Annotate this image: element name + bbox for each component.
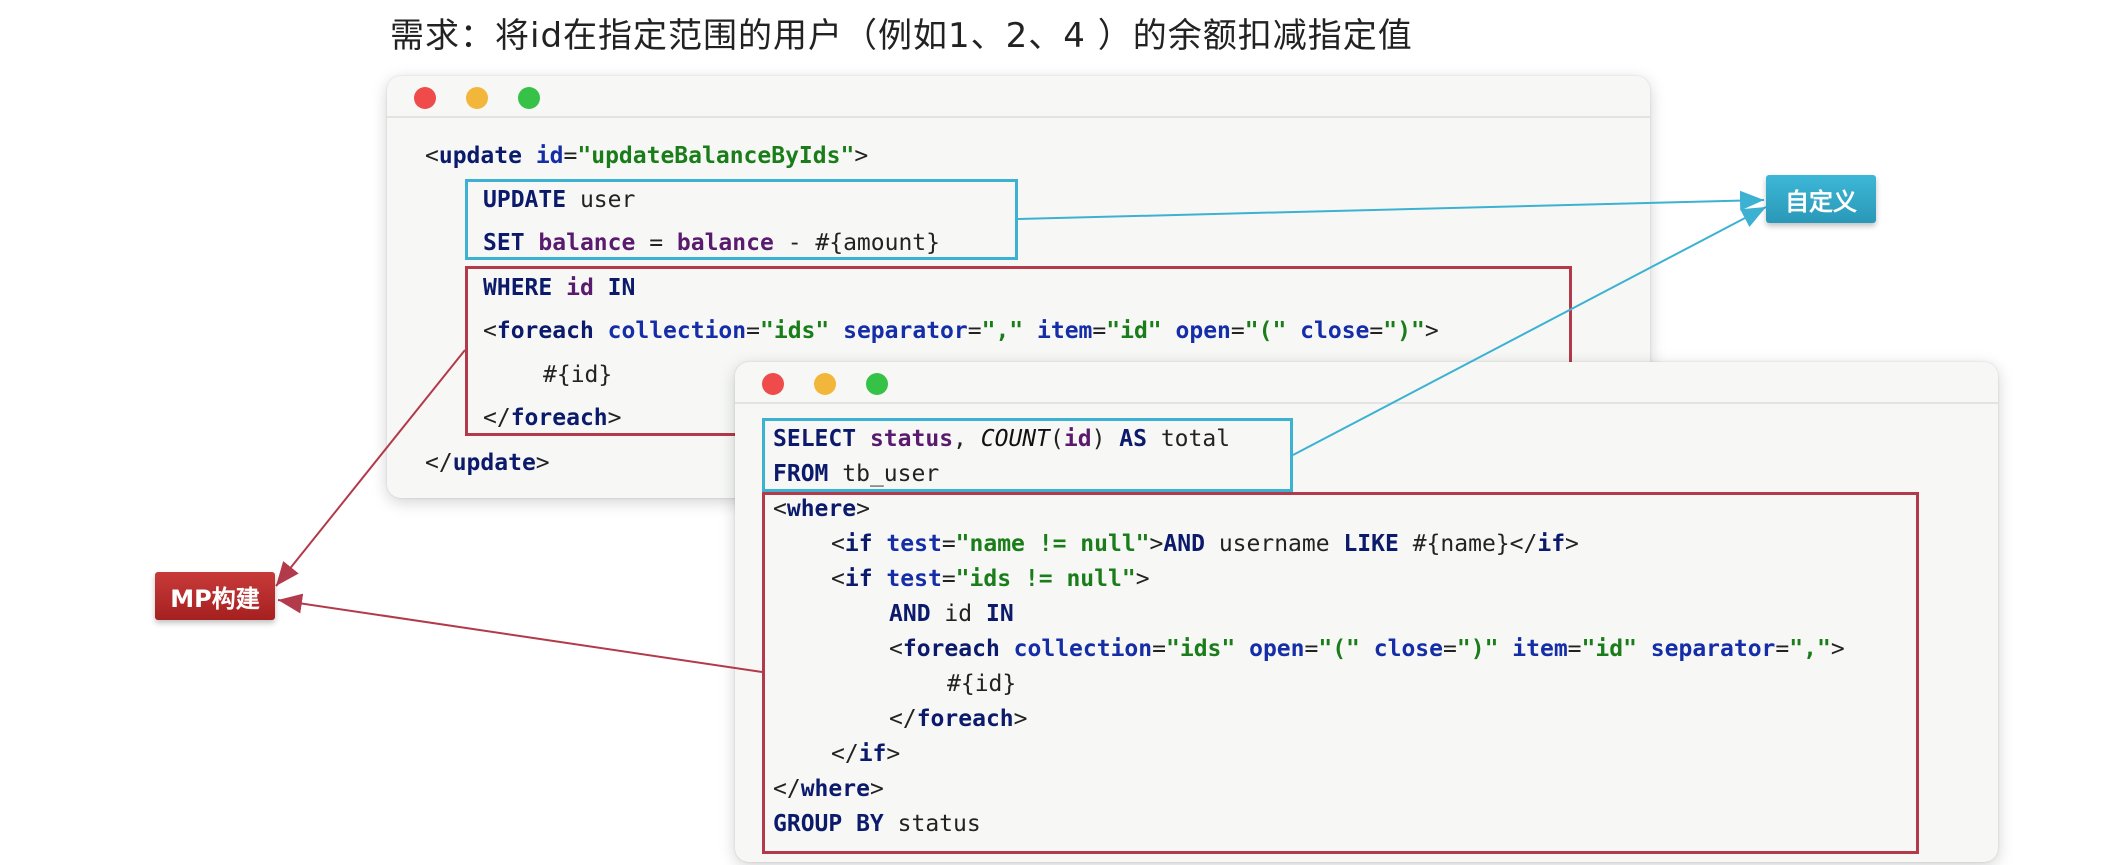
maximize-dot-icon <box>866 373 888 395</box>
code-line-set-balance: SET balance = balance - #{amount} <box>483 230 941 256</box>
close-dot-icon <box>414 87 436 109</box>
arrow-custom-from-select <box>1292 206 1767 456</box>
window-titlebar <box>735 362 1998 404</box>
code-line-id-placeholder: #{id} <box>947 671 1017 697</box>
mp-highlight-box-conditions <box>762 492 1919 854</box>
custom-highlight-box-update <box>465 179 1018 260</box>
code-line-where-id-in: WHERE id IN <box>483 275 636 301</box>
code-line-foreach-open: <foreach collection="ids" separator="," … <box>483 318 1439 344</box>
code-line-where-close: </where> <box>773 776 884 802</box>
code-line-select: SELECT status, COUNT(id) AS total <box>773 426 1231 452</box>
code-window-select <box>735 362 1998 862</box>
code-line-foreach-close: </foreach> <box>889 706 1028 732</box>
arrow-mp-from-select <box>277 593 763 673</box>
code-line-group-by: GROUP BY status <box>773 811 981 837</box>
code-line-if-ids: <if test="ids != null"> <box>831 566 1150 592</box>
code-line-and-id-in: AND id IN <box>889 601 1014 627</box>
code-line-where-open: <where> <box>773 496 870 522</box>
code-line-update-open: <update id="updateBalanceByIds"> <box>425 143 869 169</box>
requirement-heading: 需求：将id在指定范围的用户（例如1、2、4 ）的余额扣减指定值 <box>390 16 1413 56</box>
mp-build-label-badge: MP构建 <box>155 572 275 620</box>
code-line-if-close: </if> <box>831 741 901 767</box>
maximize-dot-icon <box>518 87 540 109</box>
code-line-foreach-open: <foreach collection="ids" open="(" close… <box>889 636 1845 662</box>
code-line-update-close: </update> <box>425 450 550 476</box>
code-line-if-name: <if test="name != null">AND username LIK… <box>831 531 1579 557</box>
arrow-custom-from-update <box>1017 190 1765 220</box>
code-line-id-placeholder: #{id} <box>543 362 613 388</box>
window-titlebar <box>387 76 1650 118</box>
close-dot-icon <box>762 373 784 395</box>
minimize-dot-icon <box>814 373 836 395</box>
custom-label-badge: 自定义 <box>1766 175 1876 223</box>
code-line-update-user: UPDATE user <box>483 187 636 213</box>
code-line-foreach-close: </foreach> <box>483 405 622 431</box>
arrow-mp-from-update <box>275 349 466 587</box>
custom-highlight-box-select <box>762 418 1293 492</box>
code-line-from: FROM tb_user <box>773 461 940 487</box>
minimize-dot-icon <box>466 87 488 109</box>
